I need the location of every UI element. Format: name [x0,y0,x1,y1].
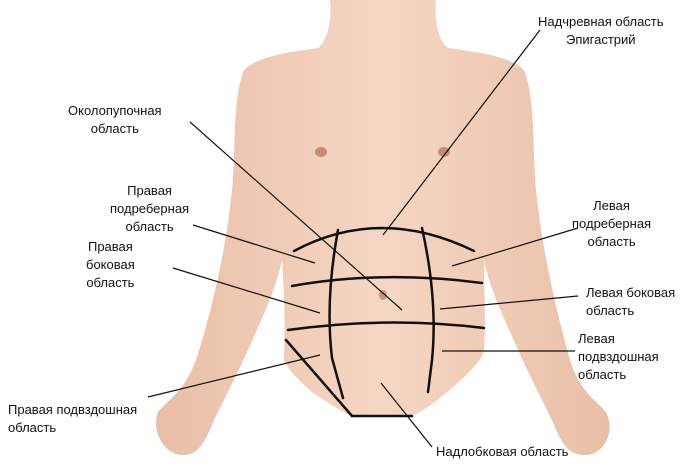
label-right-hypochondriac: Правая подреберная область [110,182,189,236]
label-left-iliac-line2: подвздошная [578,349,659,364]
label-left-lateral-line1: Левая боковая [586,285,676,300]
label-left-hypochondriac-line2: подреберная [572,216,652,231]
label-right-hypochondriac-line3: область [125,219,174,234]
label-hypogastric: Надлобковая область [436,443,568,461]
label-umbilical-line2: область [90,121,139,136]
label-left-hypochondriac-line1: Левая [593,198,630,213]
label-right-lateral-line2: боковая [86,257,135,272]
label-right-lateral-line1: Правая [87,239,133,254]
leader-umbilical [189,121,403,311]
navel [379,290,387,300]
left-nipple [438,147,450,157]
left-vertical-line [328,228,345,400]
middle-horizontal-line [286,321,486,332]
label-right-lateral-line3: область [86,275,135,290]
upper-horizontal-line [290,275,484,288]
label-right-hypochondriac-line2: подреберная [110,201,190,216]
leader-right-lateral [172,267,321,314]
label-left-lateral-line2: область [586,303,635,318]
label-umbilical: Околопупочная область [68,102,162,138]
label-right-lateral: Правая боковая область [86,238,135,292]
label-left-hypochondriac-line3: область [587,234,636,249]
right-inguinal-line [284,338,354,418]
leader-right-iliac [147,354,321,398]
leader-left-hypochondriac [451,227,579,267]
label-right-iliac-line2: область [8,420,57,435]
label-epigastric-line2: Эпигастрий [566,32,636,47]
label-right-iliac: Правая подвздошная область [8,401,137,437]
label-hypogastric-line1: Надлобковая область [436,444,569,459]
leader-right-hypochondriac [192,224,316,264]
label-umbilical-line1: Околопупочная [68,103,162,118]
label-epigastric-line1: Надчревная область [538,14,664,29]
costal-arch-line [292,226,476,253]
right-nipple [315,147,327,157]
leader-hypogastric [380,382,433,448]
right-vertical-line [420,226,435,394]
region-grid [284,226,486,418]
label-right-iliac-line1: Правая подвздошная [8,402,138,417]
label-left-iliac-line1: Левая [578,331,615,346]
label-left-iliac-line3: область [578,367,627,382]
label-right-hypochondriac-line1: Правая [127,183,172,198]
leader-left-lateral [439,295,579,310]
label-left-lateral: Левая боковая область [586,284,675,320]
label-left-hypochondriac: Левая подреберная область [572,197,651,251]
leader-epigastric [382,29,541,236]
label-epigastric: Надчревная область Эпигастрий [538,13,664,49]
label-left-iliac: Левая подвздошная область [578,330,659,384]
leader-lines [147,29,579,448]
